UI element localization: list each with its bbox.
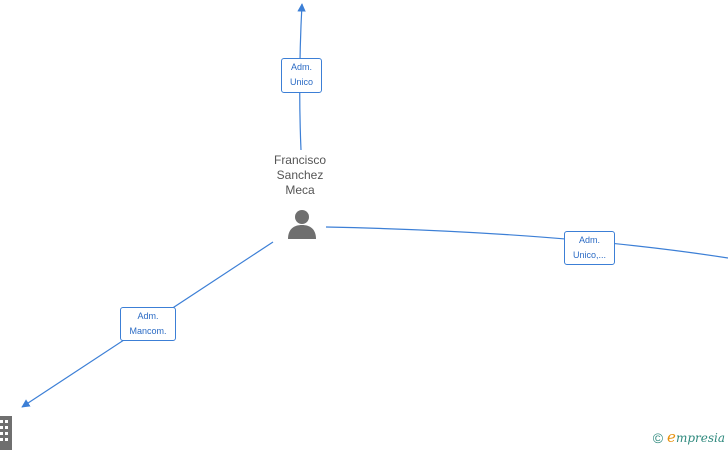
edge-label-bottom-left[interactable]: Adm. Mancom. [120, 307, 176, 341]
person-name-line-2: Sanchez [276, 168, 324, 182]
person-name[interactable]: Francisco Sanchez Meca [252, 153, 348, 198]
edge-line-right[interactable] [325, 226, 728, 259]
edge-label-bottom-left-line-1: Adm. [137, 311, 159, 321]
edge-label-bottom-left-line-2: Mancom. [129, 326, 167, 336]
edge-label-right[interactable]: Adm. Unico,... [564, 231, 615, 265]
empresia-watermark: ©empresia [653, 428, 725, 446]
edge-label-top-line-2: Unico [289, 77, 313, 87]
person-name-line-3: Meca [285, 183, 315, 197]
brand-name: mpresia [675, 431, 725, 445]
edge-label-top-line-1: Adm. [290, 62, 312, 72]
person-name-line-1: Francisco [273, 153, 326, 167]
building-icon[interactable] [0, 414, 12, 450]
edge-label-top[interactable]: Adm. Unico [281, 58, 322, 93]
person-icon[interactable] [286, 208, 318, 240]
edge-label-right-line-1: Adm. [578, 235, 600, 245]
edge-label-right-line-2: Unico,... [572, 250, 606, 260]
copyright-icon: © [652, 430, 664, 446]
brand-initial: e [667, 428, 676, 446]
